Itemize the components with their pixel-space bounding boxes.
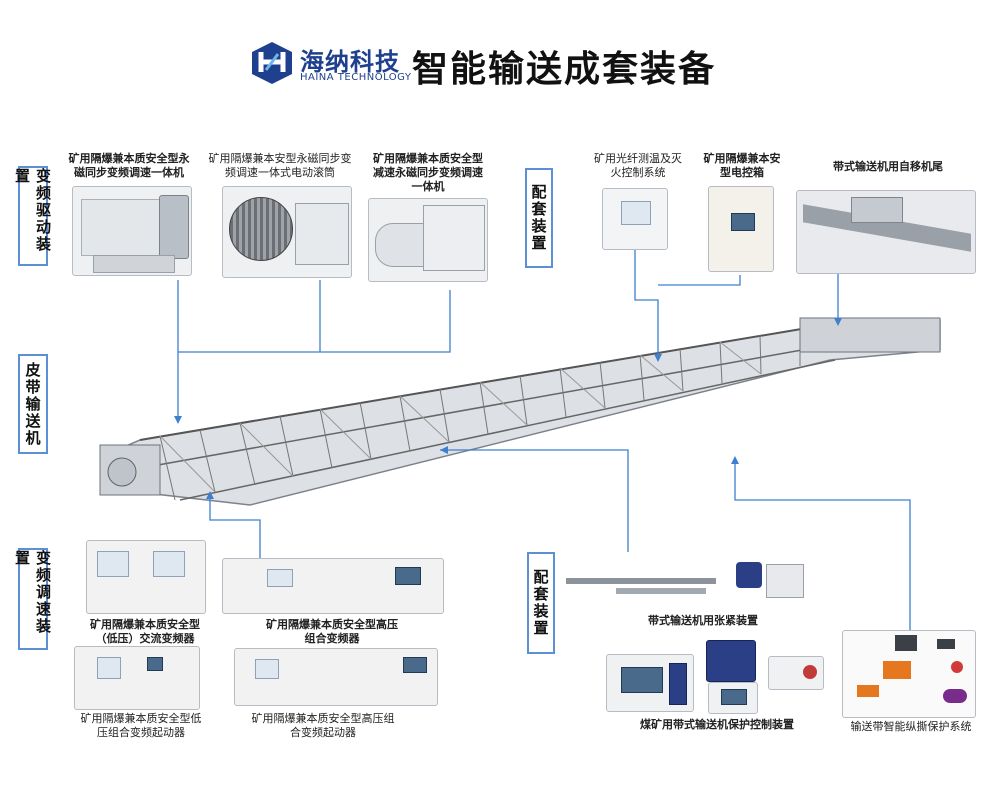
caption-tensioner: 带式输送机用张紧装置 bbox=[648, 614, 758, 627]
caption-fiber-fire: 矿用光纤测温及灭火控制系统 bbox=[594, 152, 682, 179]
protection-control-unit-4 bbox=[768, 656, 824, 690]
caption-motor-integrated: 矿用隔爆兼本质安全型永磁同步变频调速一体机 bbox=[68, 152, 190, 179]
caption-hv-inverter: 矿用隔爆兼本质安全型高压组合变频器 bbox=[266, 618, 398, 645]
brand-name-cn: 海纳科技 bbox=[300, 48, 400, 76]
section-label-support-bottom: 配套装置 bbox=[527, 552, 555, 654]
caption-tear-protection: 输送带智能纵撕保护系统 bbox=[850, 720, 972, 733]
self-moving-tail-image bbox=[796, 190, 976, 274]
connector-arrows bbox=[174, 318, 842, 499]
caption-hv-starter: 矿用隔爆兼本质安全型高压组合变频起动器 bbox=[251, 712, 395, 739]
hv-inverter-image bbox=[222, 558, 444, 614]
caption-reducer-integrated: 矿用隔爆兼本质安全型减速永磁同步变频调速一体机 bbox=[373, 152, 483, 193]
ac-inverter-low-image bbox=[86, 540, 206, 614]
page-title: 智能输送成套装备 bbox=[412, 49, 717, 90]
brand-name-en: HAINA TECHNOLOGY bbox=[300, 72, 412, 83]
hv-starter-image bbox=[234, 648, 438, 706]
section-label-support-top: 配套装置 bbox=[525, 168, 553, 268]
section-label-drive: 变频驱动装置 bbox=[13, 166, 52, 266]
protection-control-unit-3 bbox=[708, 682, 758, 714]
fiber-fire-image bbox=[602, 188, 668, 250]
connector-lines bbox=[177, 245, 911, 630]
caption-motor-drum: 矿用隔爆兼本安型永磁同步变频调速一体式电动滚筒 bbox=[208, 152, 352, 179]
motor-integrated-image bbox=[72, 186, 192, 276]
caption-self-moving-tail: 带式输送机用自移机尾 bbox=[833, 160, 943, 173]
caption-control-box: 矿用隔爆兼本安型电控箱 bbox=[703, 152, 781, 179]
tensioner-image bbox=[566, 552, 806, 614]
motor-drum-image bbox=[222, 186, 352, 278]
caption-protection-control: 煤矿用带式输送机保护控制装置 bbox=[640, 718, 794, 731]
section-label-conveyor: 皮带输送机 bbox=[18, 354, 48, 454]
lv-starter-image bbox=[74, 646, 200, 710]
protection-control-unit-2 bbox=[706, 640, 756, 682]
belt-conveyor-frame bbox=[99, 317, 941, 506]
caption-ac-inverter-low: 矿用隔爆兼本质安全型（低压）交流变频器 bbox=[90, 618, 200, 645]
caption-lv-starter: 矿用隔爆兼本质安全型低压组合变频起动器 bbox=[80, 712, 202, 739]
section-label-speed: 变频调速装置 bbox=[13, 548, 52, 650]
haina-logo-icon bbox=[250, 40, 294, 84]
protection-control-unit-1 bbox=[606, 654, 694, 712]
tear-protection-diagram bbox=[842, 630, 976, 718]
reducer-integrated-image bbox=[368, 198, 488, 282]
control-box-image bbox=[708, 186, 774, 272]
